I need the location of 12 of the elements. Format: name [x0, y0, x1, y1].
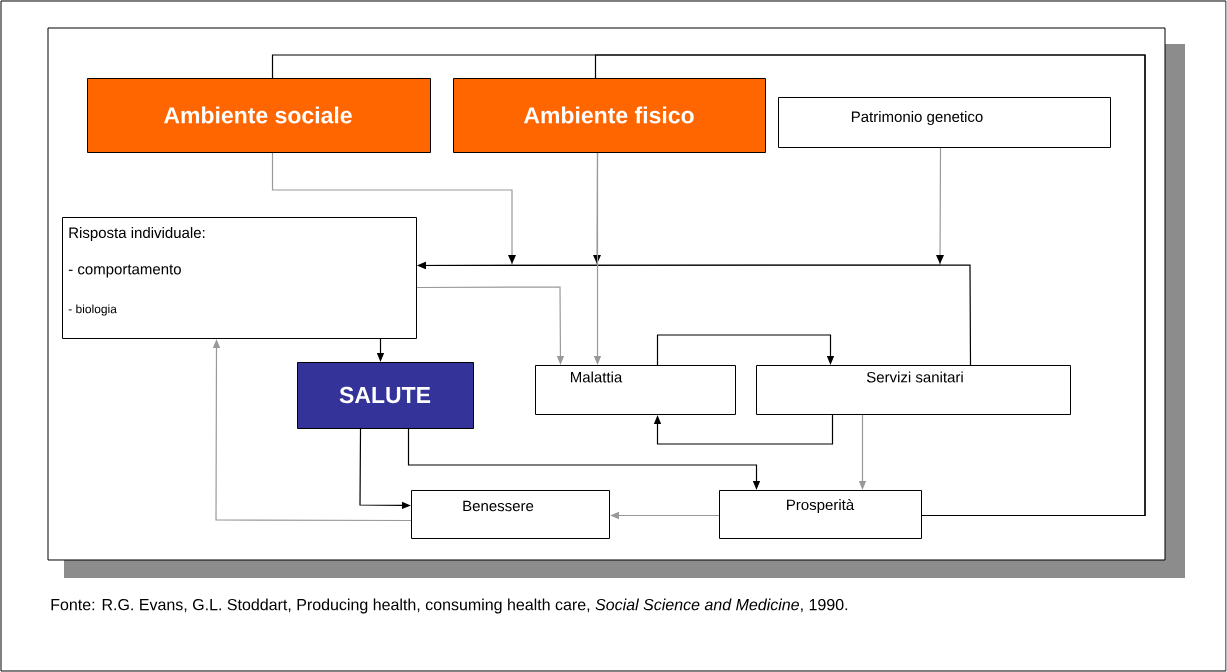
process-box: Patrimonio genetico: [778, 97, 1111, 148]
process-box: Prosperità: [719, 490, 922, 539]
process-box: Servizi sanitari: [756, 365, 1071, 415]
heading-box: Ambiente fisico: [453, 78, 766, 153]
highlight-box: SALUTE: [297, 362, 474, 429]
caption: Fonte: R.G. Evans, G.L. Stoddart, Producing health, consuming health care, Social Science and Medicine, 1990.: [51, 598, 848, 614]
arrow: [656, 334, 835, 366]
heading-box: Ambiente sociale: [87, 78, 431, 153]
process-box: Risposta individuale: - comportamento - biologia: [62, 217, 417, 339]
process-box: Malattia: [535, 365, 736, 415]
arrow: [653, 414, 834, 445]
process-box: Benessere: [411, 490, 610, 539]
